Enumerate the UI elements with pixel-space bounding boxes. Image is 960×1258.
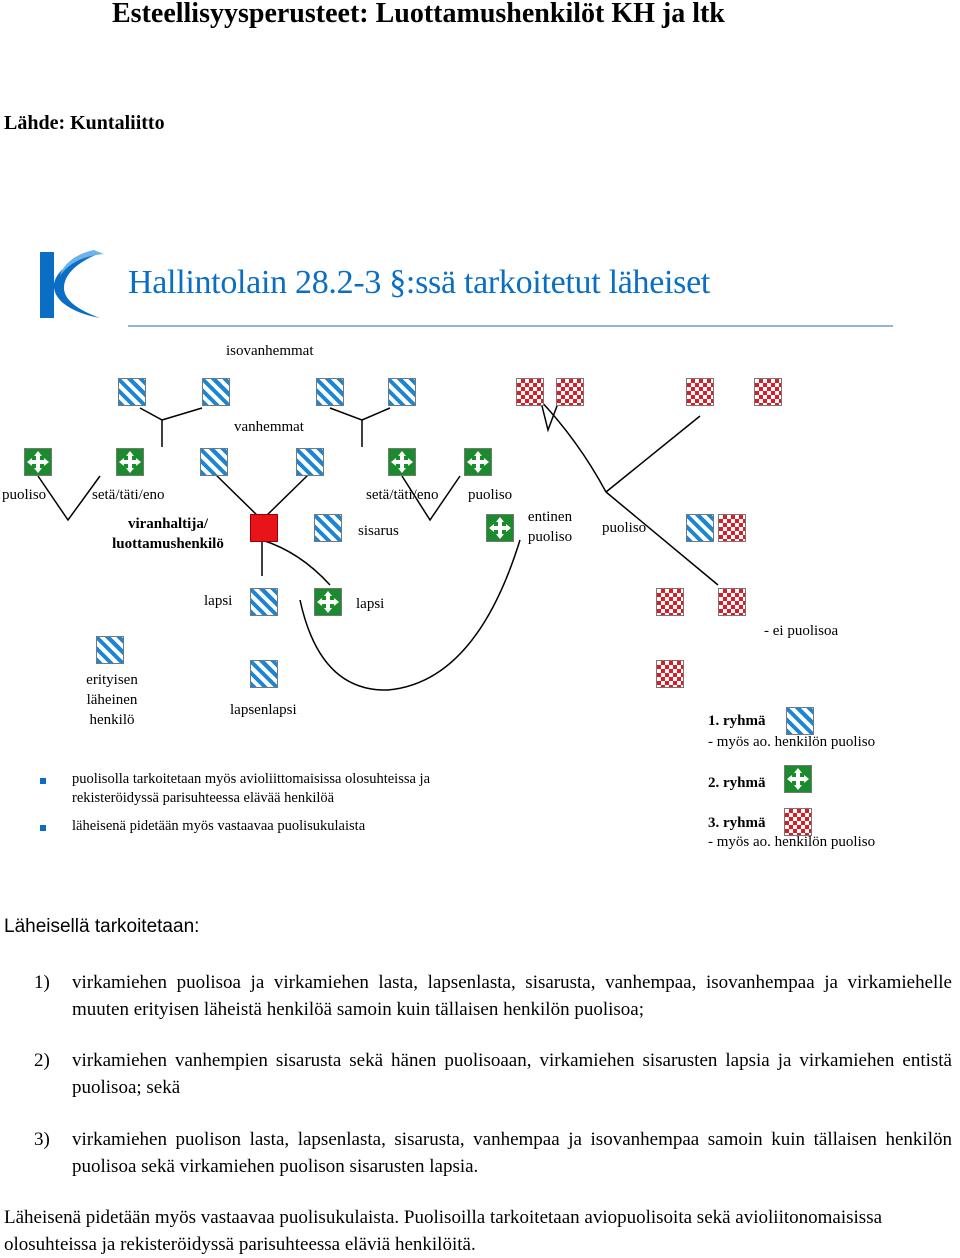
connector-child-curve: [261, 539, 331, 586]
connector-ex-spouse-curve: [299, 539, 521, 691]
cross-arrows-icon: [467, 451, 489, 473]
parent-node: [200, 448, 228, 476]
label-erityisen-laheinen: erityisen läheinen henkilö: [76, 670, 148, 730]
label-ei-puolisoa: - ei puolisoa: [764, 623, 839, 639]
item-3-text: virkamiehen puolison lasta, lapsenlasta,…: [72, 1129, 952, 1177]
page-title: Esteellisyysperusteet: Luottamushenkilöt…: [112, 0, 725, 29]
legend-group-1: 1. ryhmä: [708, 713, 766, 729]
label-vanhemmat: vanhemmat: [234, 419, 304, 435]
label-erityisen-line3: henkilö: [89, 712, 135, 728]
bullet-icon: [40, 825, 46, 831]
label-isovanhemmat: isovanhemmat: [226, 343, 314, 359]
spouse-sibling-node: [718, 514, 746, 542]
spouse-grandchild-node: [656, 660, 684, 688]
label-lapsenlapsi: lapsenlapsi: [230, 702, 297, 718]
spouse-node: [686, 514, 714, 542]
connector-grandparents-spouse: [539, 397, 561, 433]
label-entinen-line1: entinen: [527, 509, 573, 525]
cross-arrows-icon: [27, 451, 49, 473]
aunt-spouse-node: [24, 448, 52, 476]
spouse-grandparent-node: [686, 378, 714, 406]
source-label: Lähde: Kuntaliitto: [4, 112, 165, 134]
connector-grandparents-left: [139, 407, 203, 447]
sibling-child-node: [314, 588, 342, 616]
label-puoliso-right: puoliso: [602, 520, 647, 536]
bullet-icon: [40, 778, 46, 784]
label-viranhaltija-line1: viranhaltija/: [127, 516, 208, 532]
label-lapsi-left: lapsi: [204, 593, 233, 609]
grandchild-node: [250, 660, 278, 688]
slide-title: Hallintolain 28.2-3 §:ssä tarkoitetut lä…: [128, 264, 711, 301]
legend-group-3-swatch: [784, 808, 812, 836]
label-lapsi-right: lapsi: [356, 596, 385, 612]
bullet-text-1: puolisolla tarkoitetaan myös avioliittom…: [72, 771, 431, 806]
grandparent-node: [316, 378, 344, 406]
item-3-number: 3): [34, 1129, 50, 1150]
legend-group-2: 2. ryhmä: [708, 775, 766, 791]
connector-spouse-children: [537, 397, 719, 586]
label-puoliso-left: puoliso: [2, 487, 47, 503]
legend-group-1-swatch: [786, 707, 814, 735]
cross-arrows-icon: [119, 451, 141, 473]
spouse-grandparent-node: [556, 378, 584, 406]
label-puoliso-upper-right: puoliso: [468, 487, 513, 503]
cross-arrows-icon: [787, 768, 809, 790]
child-node: [250, 588, 278, 616]
cross-arrows-icon: [489, 517, 511, 539]
legend-group-3: 3. ryhmä: [708, 815, 766, 831]
aunt-uncle-node: [116, 448, 144, 476]
aunt-uncle-node: [388, 448, 416, 476]
official-node: [250, 514, 278, 542]
label-viranhaltija-line2: luottamushenkilö: [112, 536, 224, 552]
label-seta-right: setä/täti/eno: [366, 487, 439, 503]
ex-spouse-node: [486, 514, 514, 542]
item-2-number: 2): [34, 1050, 50, 1071]
grandparent-node: [202, 378, 230, 406]
connector-side-right: [401, 475, 461, 522]
parent-node: [296, 448, 324, 476]
label-entinen-line2: puoliso: [527, 529, 573, 545]
family-tree-connectors: [37, 397, 719, 691]
spouse-grandparent-node: [754, 378, 782, 406]
legend-group-1-note: - myös ao. henkilön puoliso: [708, 734, 876, 750]
title-rule: [128, 325, 893, 327]
item-2-text: virkamiehen vanhempien sisarusta sekä hä…: [72, 1050, 952, 1098]
label-seta-left: setä/täti/eno: [92, 487, 165, 503]
label-entinen-puoliso: entinen puoliso: [518, 507, 582, 547]
sibling-node: [314, 514, 342, 542]
spouse-sibling-child-node: [718, 588, 746, 616]
label-erityisen-line2: läheinen: [86, 692, 138, 708]
kuntaliitto-logo: [40, 250, 104, 318]
spouse-child-node: [656, 588, 684, 616]
label-viranhaltija: viranhaltija/ luottamushenkilö: [100, 514, 236, 554]
cross-arrows-icon: [317, 591, 339, 613]
label-sisarus: sisarus: [358, 523, 399, 539]
legend-group-3-note: - myös ao. henkilön puoliso: [708, 834, 876, 850]
item-1-number: 1): [34, 972, 50, 993]
connector-side-left: [37, 475, 101, 522]
label-erityisen-line1: erityisen: [86, 672, 138, 688]
item-1-text: virkamiehen puolisoa ja virkamiehen last…: [72, 972, 952, 1020]
special-close-person-node: [96, 636, 124, 664]
connector-grandparents-right: [329, 407, 391, 447]
cross-arrows-icon: [391, 451, 413, 473]
bullet-text-2: läheisenä pidetään myös vastaavaa puolis…: [72, 818, 366, 834]
aunt-spouse-node: [464, 448, 492, 476]
legend-group-2-swatch: [784, 765, 812, 793]
definition-heading: Läheisellä tarkoitetaan:: [4, 916, 200, 937]
final-paragraph: Läheisenä pidetään myös vastaavaa puolis…: [4, 1207, 883, 1255]
spouse-grandparent-node: [516, 378, 544, 406]
grandparent-node: [388, 378, 416, 406]
grandparent-node: [118, 378, 146, 406]
